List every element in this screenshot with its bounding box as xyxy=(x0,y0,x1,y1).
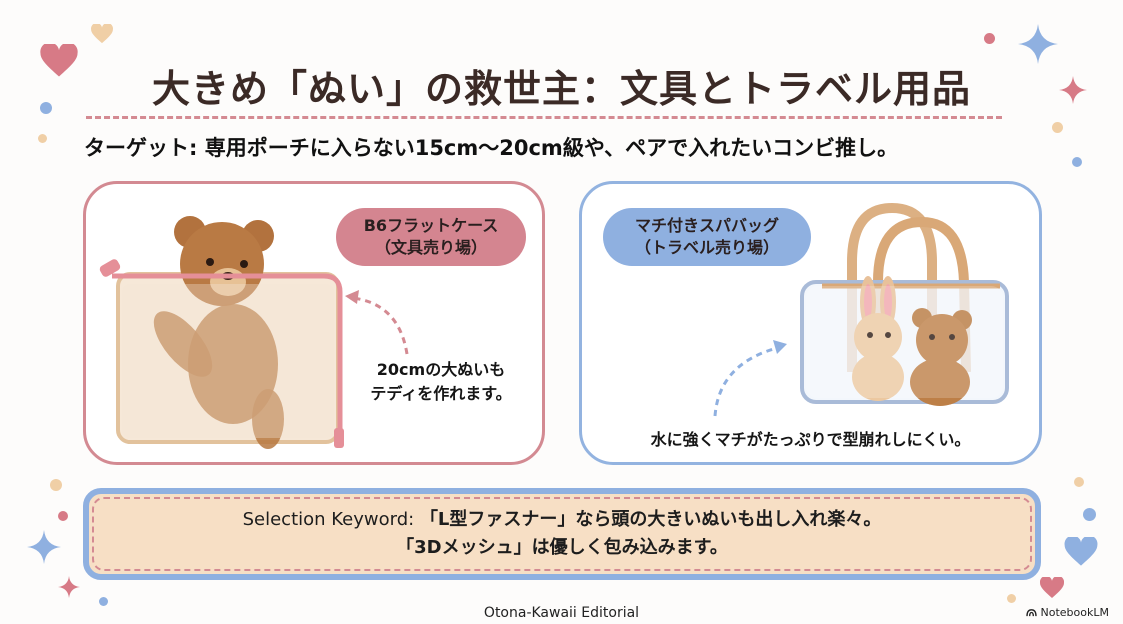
heart-icon xyxy=(91,24,113,44)
heart-icon xyxy=(1064,537,1098,566)
badge-location: （文具売り場） xyxy=(374,238,487,257)
sparkle-icon xyxy=(1059,76,1087,104)
panel-flat-case: B6フラットケース （文具売り場） 20cmの大ぬいも テディを作れます。 xyxy=(83,181,545,465)
flat-case-badge: B6フラットケース （文具売り場） xyxy=(336,208,526,266)
dashed-arrow-icon xyxy=(713,340,787,417)
caption-line: 20cmの大ぬいも xyxy=(376,360,506,379)
badge-title: マチ付きスパバッグ xyxy=(634,216,779,235)
spa-bag-badge: マチ付きスパバッグ （トラベル売り場） xyxy=(603,208,811,266)
dot-decoration xyxy=(50,479,62,491)
page-title: 大きめ「ぬい」の救世主：文具とトラベル用品 xyxy=(151,67,971,111)
teddy-in-flat-case-illustration xyxy=(99,216,344,449)
dot-decoration xyxy=(1074,477,1084,487)
heart-icon xyxy=(40,44,78,77)
dot-decoration xyxy=(1052,122,1063,133)
caption-line: テディを作れます。 xyxy=(370,384,512,403)
dot-decoration xyxy=(58,511,68,521)
brand-watermark: NotebookLM xyxy=(1025,606,1109,619)
bunny-bear-in-spa-bag-illustration xyxy=(800,202,1009,406)
sparkle-icon xyxy=(27,530,61,564)
sparkle-icon xyxy=(58,576,80,598)
panel-spa-bag: マチ付きスパバッグ （トラベル売り場） 水に強くマチがたっぷりで型崩れしにくい。 xyxy=(579,181,1042,465)
dot-decoration xyxy=(40,102,52,114)
dot-decoration xyxy=(984,33,995,44)
dot-decoration xyxy=(38,134,47,143)
footer-credit: Otona-Kawaii Editorial xyxy=(483,605,640,621)
heart-icon xyxy=(1040,577,1064,598)
keyword-inner: Selection Keyword: 「L型ファスナー」なら頭の大きいぬいも出し… xyxy=(92,497,1032,571)
dot-decoration xyxy=(99,597,108,606)
target-subtitle: ターゲット: 専用ポーチに入らない15cm〜20cm級や、ペアで入れたいコンビ推… xyxy=(84,136,899,160)
selection-keyword-box: Selection Keyword: 「L型ファスナー」なら頭の大きいぬいも出し… xyxy=(83,488,1041,580)
dot-decoration xyxy=(1083,508,1096,521)
brand-name: NotebookLM xyxy=(1040,606,1109,619)
sparkle-icon xyxy=(1018,24,1058,64)
keyword-line-2: 「3Dメッシュ」は優しく包み込みます。 xyxy=(396,537,728,558)
keyword-line-1: Selection Keyword: 「L型ファスナー」なら頭の大きいぬいも出し… xyxy=(243,506,882,534)
dashed-arrow-icon xyxy=(345,290,409,355)
keyword-label: Selection Keyword: xyxy=(242,509,420,530)
title-divider xyxy=(86,116,1002,119)
keyword-text: 「L型ファスナー」なら頭の大きいぬいも出し入れ楽々。 xyxy=(419,509,882,530)
badge-location: （トラベル売り場） xyxy=(634,238,779,257)
flat-case-caption: 20cmの大ぬいも テディを作れます。 xyxy=(356,358,526,406)
dot-decoration xyxy=(1007,594,1016,603)
notebooklm-logo-icon xyxy=(1025,609,1037,617)
dot-decoration xyxy=(1072,157,1082,167)
badge-title: B6フラットケース xyxy=(363,216,499,235)
spa-bag-caption: 水に強くマチがたっぷりで型崩れしにくい。 xyxy=(650,430,971,449)
